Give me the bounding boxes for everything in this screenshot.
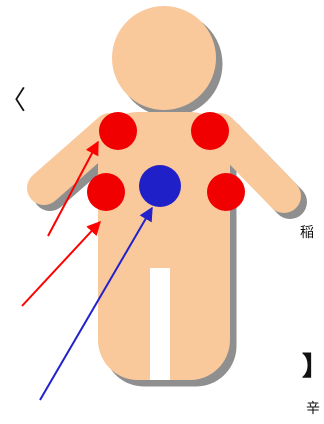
edge-glyph-right-upper: 稲 [300, 226, 314, 240]
red-arrow-lower [22, 222, 100, 306]
leg-gap [150, 268, 170, 380]
red-dot-upper-right [191, 112, 229, 150]
red-dot-lower-left [87, 173, 125, 211]
head [112, 6, 216, 110]
red-dot-lower-right [207, 173, 245, 211]
blue-dot-center [139, 165, 181, 207]
edge-glyph-right-bracket: 】 [302, 354, 324, 380]
red-dot-upper-left [99, 112, 137, 150]
edge-glyph-left: 〈 [0, 88, 26, 114]
edge-glyph-right-lower: 辛 [306, 402, 320, 416]
